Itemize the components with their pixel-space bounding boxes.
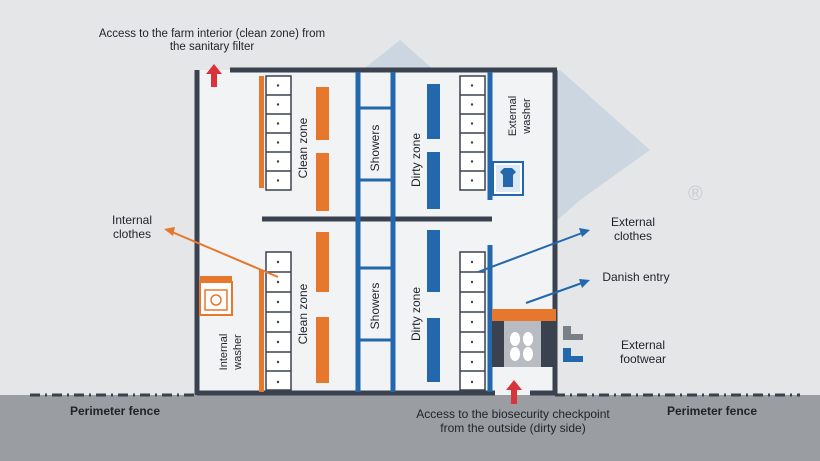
lockers-dirty-top: [459, 75, 486, 191]
room-label-clean-top: Clean zone: [296, 117, 310, 178]
external-footwear-line-2: footwear: [620, 352, 666, 366]
room-label-clean-bottom: Clean zone: [296, 283, 310, 344]
danish-entry-bench: [492, 309, 556, 367]
locker-handle-dot: [276, 160, 280, 163]
locker-handle-dot: [276, 360, 280, 364]
clean-zone-wall-bottom: [259, 270, 264, 392]
internal-washer-icon: [199, 276, 233, 316]
room-label-internal-washer-1: Internal: [218, 334, 230, 371]
locker-handle-dot: [276, 380, 280, 384]
locker-handle-dot: [276, 141, 280, 144]
danish-entry-label: Danish entry: [602, 270, 669, 284]
locker-handle-dot: [276, 260, 280, 264]
locker-handle-dot: [276, 122, 280, 125]
locker-handle-dot: [470, 122, 474, 125]
room-label-external-washer-2: washer: [521, 98, 533, 135]
danish-entry-arrow: [525, 279, 590, 304]
access-checkpoint-line-2: from the outside (dirty side): [440, 421, 585, 435]
access-interior-line-1: Access to the farm interior (clean zone)…: [99, 28, 325, 40]
locker-handle-dot: [470, 340, 474, 344]
bench-dirty-bottom-1: [427, 230, 440, 292]
exit-arrow-icon: [206, 64, 222, 87]
external-clothes-arrow: [477, 228, 590, 273]
locker-handle-dot: [276, 103, 280, 106]
boots-icon: [563, 326, 583, 362]
bench-clean-bottom-1: [316, 232, 329, 292]
locker-handle-dot: [276, 179, 280, 182]
internal-clothes-arrow: [164, 227, 279, 278]
perimeter-fence-label-right: Perimeter fence: [667, 404, 757, 418]
bench-clean-top-1: [316, 87, 329, 140]
bench-clean-top-2: [316, 153, 329, 211]
clean-zone-wall-top: [259, 76, 264, 188]
perimeter-fence-label-left: Perimeter fence: [70, 404, 160, 418]
ground: [0, 395, 820, 461]
locker-handle-dot: [470, 300, 474, 304]
locker-handle-dot: [470, 141, 474, 144]
locker-handles: [276, 84, 474, 384]
registered-mark: ®: [688, 183, 703, 205]
locker-handle-dot: [470, 103, 474, 106]
room-label-showers-top: Showers: [368, 125, 382, 172]
locker-handle-dot: [276, 280, 280, 284]
locker-handle-dot: [276, 300, 280, 304]
room-label-dirty-bottom: Dirty zone: [409, 287, 423, 341]
entry-arrow-icon: [506, 380, 522, 404]
locker-handle-dot: [470, 260, 474, 264]
bench-dirty-top-1: [427, 84, 440, 139]
locker-handle-dot: [470, 84, 474, 87]
access-checkpoint-line-1: Access to the biosecurity checkpoint: [416, 407, 610, 421]
outer-walls: [194, 67, 558, 396]
bench-dirty-bottom-2: [427, 318, 440, 382]
access-interior-line-2: the sanitary filter: [170, 41, 255, 53]
external-clothes-line-2: clothes: [614, 229, 652, 243]
external-clothes-line-1: External: [611, 215, 655, 229]
room-label-internal-washer-2: washer: [232, 334, 244, 371]
room-label-dirty-top: Dirty zone: [409, 133, 423, 187]
locker-handle-dot: [470, 320, 474, 324]
locker-handle-dot: [276, 84, 280, 87]
bench-clean-bottom-2: [316, 317, 329, 383]
lockers-clean-top: [265, 75, 292, 191]
locker-handle-dot: [470, 360, 474, 364]
bench-dirty-top-2: [427, 152, 440, 209]
external-footwear-line-1: External: [621, 338, 665, 352]
room-label-external-washer-1: External: [507, 96, 519, 136]
locker-handle-dot: [276, 320, 280, 324]
locker-handle-dot: [470, 280, 474, 284]
locker-handle-dot: [470, 380, 474, 384]
locker-handle-dot: [470, 179, 474, 182]
locker-handle-dot: [470, 160, 474, 163]
internal-clothes-line-2: clothes: [113, 227, 151, 241]
internal-clothes-line-1: Internal: [112, 213, 152, 227]
shower-block: [355, 72, 396, 392]
room-label-showers-bottom: Showers: [368, 283, 382, 330]
locker-handle-dot: [276, 340, 280, 344]
external-washer-icon: [492, 161, 524, 196]
lockers-dirty-bottom: [459, 251, 486, 391]
